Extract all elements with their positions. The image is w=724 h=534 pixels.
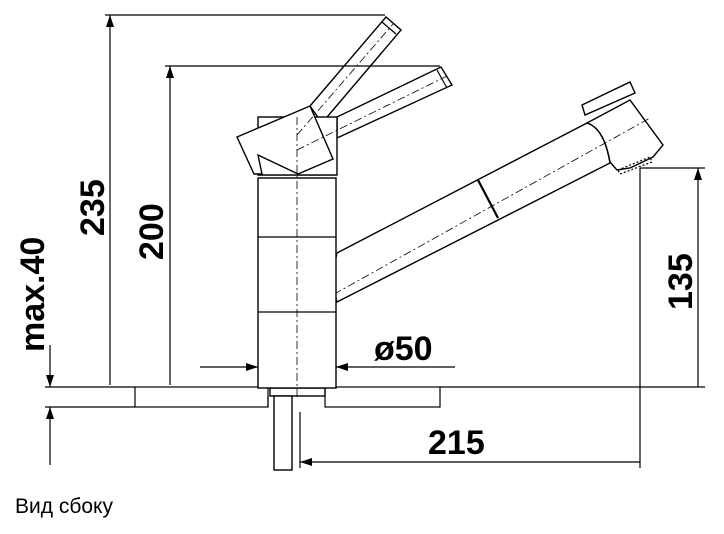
dimension-200: 200 [133, 203, 171, 260]
countertop-section [45, 386, 705, 408]
lever-handle [236, 16, 454, 398]
dimension-135: 135 [662, 253, 700, 310]
dimension-lines [46, 14, 705, 468]
dimension-max-40: max.40 [14, 237, 52, 352]
mounting-shank [267, 387, 326, 471]
dimension-diameter-50: ø50 [374, 330, 433, 368]
dimension-215: 215 [428, 424, 485, 462]
dimension-235: 235 [74, 179, 112, 236]
pull-out-spout [319, 81, 664, 303]
caption: Вид сбоку [15, 495, 113, 518]
